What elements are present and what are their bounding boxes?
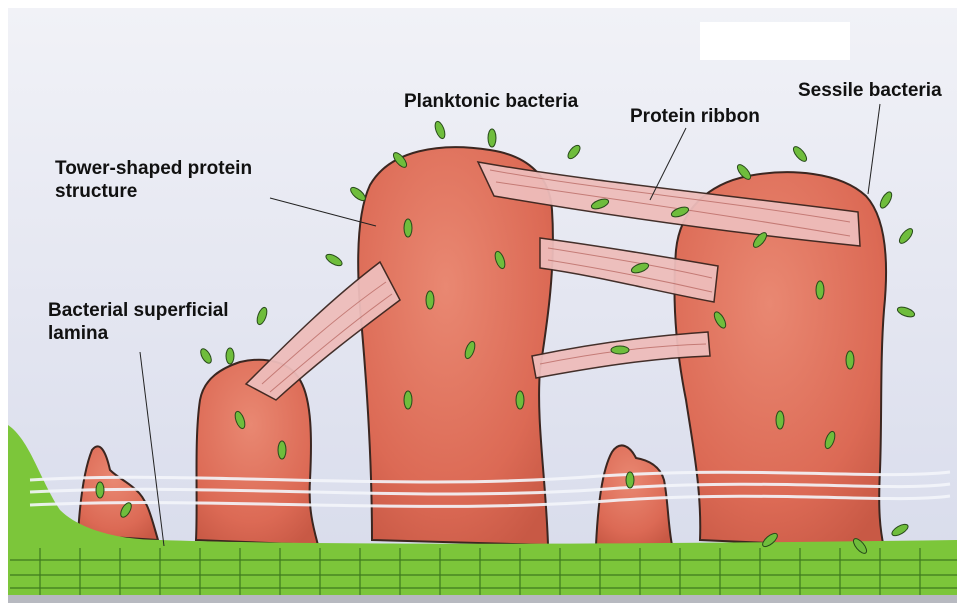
label-protein-ribbon: Protein ribbon [630, 105, 760, 128]
label-tower-structure: Tower-shaped protein structure [55, 157, 252, 203]
label-lamina-line1: Bacterial superficial [48, 299, 229, 322]
substratum [8, 595, 957, 603]
background-patch [700, 22, 850, 60]
label-planktonic-bacteria: Planktonic bacteria [404, 90, 578, 113]
label-tower-line2: structure [55, 180, 252, 203]
label-bacterial-lamina: Bacterial superficial lamina [48, 299, 229, 345]
label-tower-line1: Tower-shaped protein [55, 157, 252, 180]
label-sessile-bacteria: Sessile bacteria [798, 79, 942, 102]
tower-middle [358, 147, 553, 545]
label-lamina-line2: lamina [48, 322, 229, 345]
